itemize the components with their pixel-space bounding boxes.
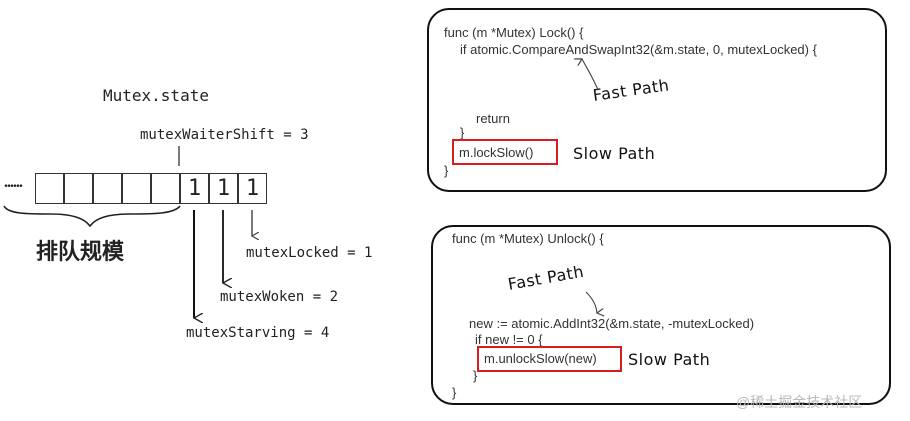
unlock-func-close: } xyxy=(452,385,457,400)
unlock-inner-close: } xyxy=(473,368,478,383)
lock-inner-close: } xyxy=(460,125,465,140)
lock-return-line: return xyxy=(476,111,510,126)
unlock-slow-box xyxy=(477,346,622,372)
mutex-starving-label: mutexStarving = 4 xyxy=(186,325,330,341)
unlock-add-line: new := atomic.AddInt32(&m.state, -mutexL… xyxy=(469,316,755,331)
unlock-code-panel xyxy=(431,225,891,405)
state-cell xyxy=(35,173,64,204)
unlock-if-line: if new != 0 { xyxy=(475,332,543,347)
watermark: @稀土掘金技术社区 xyxy=(736,394,863,410)
bit-locked: 1 xyxy=(238,173,267,204)
lock-slow-call: m.lockSlow() xyxy=(459,145,534,160)
queue-size-label: 排队规模 xyxy=(36,239,125,264)
waiter-shift-label: mutexWaiterShift = 3 xyxy=(140,127,309,143)
lock-func-close: } xyxy=(444,163,449,178)
mutex-woken-label: mutexWoken = 2 xyxy=(220,289,339,305)
unlock-slow-call: m.unlockSlow(new) xyxy=(484,351,597,366)
state-cell xyxy=(64,173,93,204)
lock-func-signature: func (m *Mutex) Lock() { xyxy=(444,25,584,40)
lock-cas-line: if atomic.CompareAndSwapInt32(&m.state, … xyxy=(460,42,817,57)
state-cell xyxy=(151,173,180,204)
bit-starving: 1 xyxy=(180,173,209,204)
queue-brace xyxy=(3,205,181,228)
lock-slow-path-label: Slow Path xyxy=(573,144,656,163)
mutex-locked-label: mutexLocked = 1 xyxy=(246,245,373,261)
lock-code-panel xyxy=(427,8,887,192)
unlock-slow-path-label: Slow Path xyxy=(628,350,711,369)
state-title: Mutex.state xyxy=(103,86,209,105)
state-cell xyxy=(93,173,122,204)
lock-slow-box xyxy=(452,139,558,165)
ellipsis: ...... xyxy=(4,174,23,191)
state-cell xyxy=(122,173,151,204)
unlock-func-signature: func (m *Mutex) Unlock() { xyxy=(452,231,604,246)
lock-fast-path-arrow xyxy=(582,59,599,91)
unlock-fast-path-arrow xyxy=(585,291,597,313)
bit-woken: 1 xyxy=(209,173,238,204)
